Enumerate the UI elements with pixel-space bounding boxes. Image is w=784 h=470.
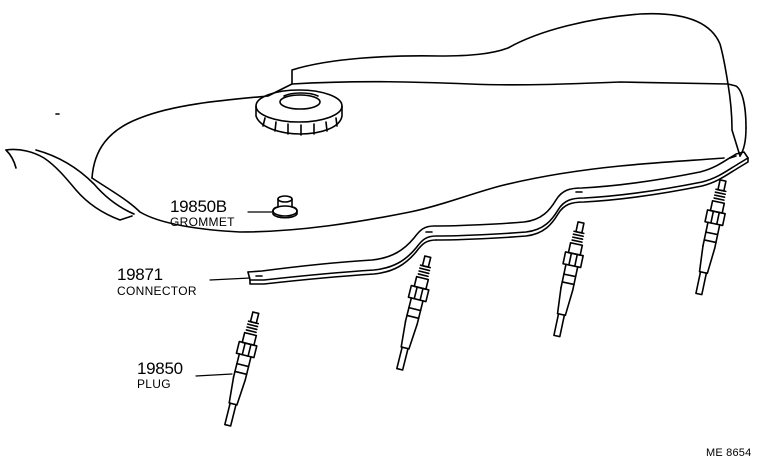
grommet [272, 195, 298, 219]
drawing-reference: ME 8654 [706, 447, 752, 459]
connector-leader [209, 277, 251, 281]
plug-leader [195, 373, 233, 377]
grommet-part-number: 19850B [170, 197, 227, 216]
oil-filler-cap [255, 89, 343, 136]
connector-strip [247, 151, 749, 285]
grommet-part-name: GROMMET [170, 215, 235, 229]
connector-part-number: 19871 [117, 265, 163, 284]
leader-lines [195, 211, 273, 377]
glow-plug-2 [396, 255, 432, 371]
plug-part-name: PLUG [137, 377, 171, 391]
glow-plug-3 [553, 221, 585, 338]
plug-part-number: 19850 [137, 359, 183, 378]
glow-plug-1 [224, 311, 260, 427]
glow-plug-4 [695, 179, 727, 296]
connector-part-name: CONNECTOR [117, 284, 197, 298]
cylinder-head-cover [5, 12, 747, 233]
